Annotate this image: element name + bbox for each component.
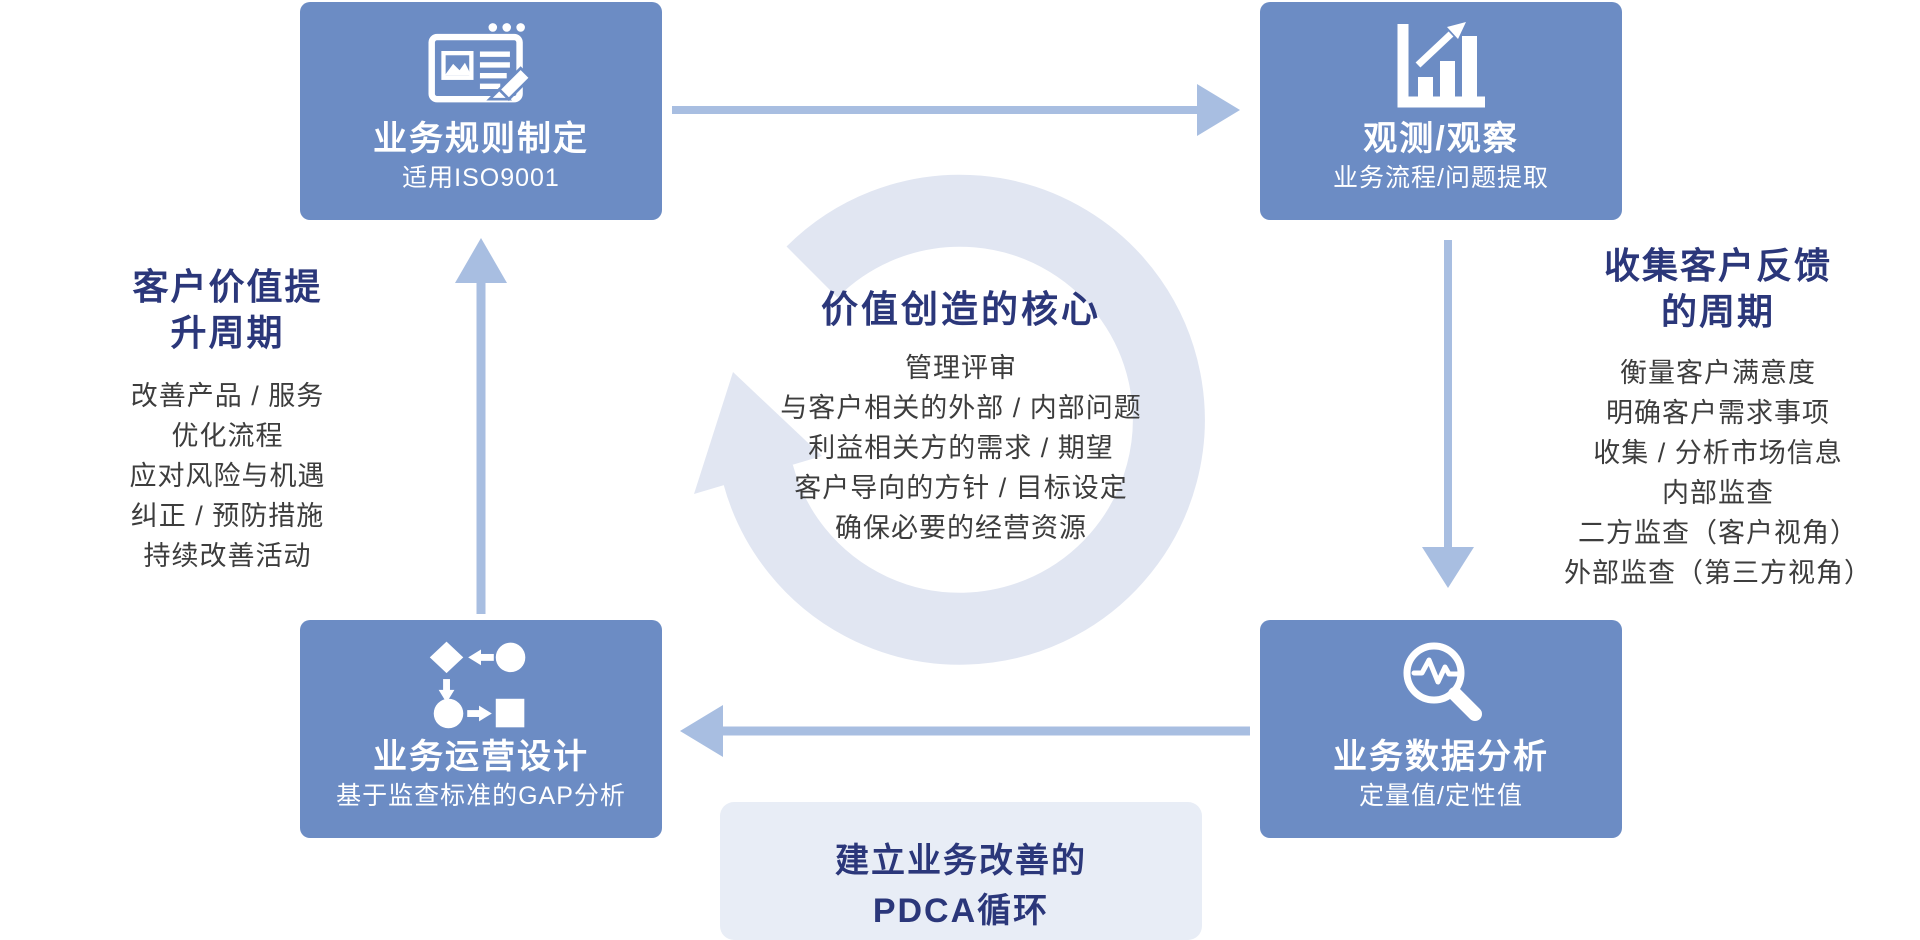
list-item: 与客户相关的外部 / 内部问题 xyxy=(780,393,1142,423)
list-item: 客户导向的方针 / 目标设定 xyxy=(794,473,1128,503)
arrow-left-up-icon xyxy=(455,238,507,614)
flowchart-icon xyxy=(417,638,545,730)
list-item: 衡量客户满意度 xyxy=(1620,358,1816,388)
list-item: 纠正 / 预防措施 xyxy=(130,501,325,531)
center-items: 管理评审 与客户相关的外部 / 内部问题 利益相关方的需求 / 期望 客户导向的… xyxy=(655,348,1267,548)
left-panel-items: 改善产品 / 服务 优化流程 应对风险与机遇 纠正 / 预防措施 持续改善活动 xyxy=(30,376,425,576)
bar-chart-icon xyxy=(1391,20,1491,112)
left-panel-heading: 客户价值提 升周期 xyxy=(30,264,425,356)
node-title: 业务规则制定 xyxy=(373,120,589,158)
list-item: 管理评审 xyxy=(905,353,1017,383)
arrow-top-right-icon xyxy=(672,84,1240,136)
right-panel-heading: 收集客户反馈 的周期 xyxy=(1518,243,1918,335)
node-data-analysis: 业务数据分析 定量值/定性值 xyxy=(1260,620,1622,838)
pdca-note: 建立业务改善的 PDCA循环 xyxy=(720,802,1202,940)
list-item: 明确客户需求事项 xyxy=(1606,398,1830,428)
center-heading: 价值创造的核心 xyxy=(821,289,1101,330)
right-panel-heading-line2: 的周期 xyxy=(1660,291,1775,332)
arrow-bottom-left-icon xyxy=(680,705,1250,757)
magnifier-pulse-icon xyxy=(1393,638,1489,730)
left-panel-heading-line2: 升周期 xyxy=(170,312,285,353)
list-item: 持续改善活动 xyxy=(143,541,312,571)
right-panel-heading-line1: 收集客户反馈 xyxy=(1603,245,1832,286)
right-panel-items: 衡量客户满意度 明确客户需求事项 收集 / 分析市场信息 内部监查 二方监查（客… xyxy=(1518,353,1918,593)
node-subtitle: 基于监查标准的GAP分析 xyxy=(336,782,626,810)
list-item: 利益相关方的需求 / 期望 xyxy=(808,433,1114,463)
node-subtitle: 适用ISO9001 xyxy=(402,164,560,192)
pdca-note-line2: PDCA循环 xyxy=(872,892,1050,930)
list-item: 应对风险与机遇 xyxy=(129,461,326,491)
pdca-note-line1: 建立业务改善的 xyxy=(835,842,1087,880)
node-title: 观测/观察 xyxy=(1363,120,1519,158)
left-cycle-panel: 客户价值提 升周期 改善产品 / 服务 优化流程 应对风险与机遇 纠正 / 预防… xyxy=(30,264,425,576)
right-cycle-panel: 收集客户反馈 的周期 衡量客户满意度 明确客户需求事项 收集 / 分析市场信息 … xyxy=(1518,243,1918,593)
node-title: 业务运营设计 xyxy=(373,738,589,776)
list-item: 改善产品 / 服务 xyxy=(130,381,325,411)
node-subtitle: 定量值/定性值 xyxy=(1359,782,1523,810)
list-item: 二方监查（客户视角） xyxy=(1578,518,1858,548)
node-operation-design: 业务运营设计 基于监查标准的GAP分析 xyxy=(300,620,662,838)
node-subtitle: 业务流程/问题提取 xyxy=(1333,164,1549,192)
list-item: 收集 / 分析市场信息 xyxy=(1593,438,1843,468)
value-creation-core: 价值创造的核心 管理评审 与客户相关的外部 / 内部问题 利益相关方的需求 / … xyxy=(655,288,1267,548)
document-edit-icon xyxy=(422,20,540,112)
node-observation: 观测/观察 业务流程/问题提取 xyxy=(1260,2,1622,220)
node-title: 业务数据分析 xyxy=(1333,738,1549,776)
node-business-rules: 业务规则制定 适用ISO9001 xyxy=(300,2,662,220)
list-item: 外部监查（第三方视角） xyxy=(1564,558,1872,588)
arrow-right-down-icon xyxy=(1422,240,1474,588)
list-item: 确保必要的经营资源 xyxy=(835,513,1087,543)
left-panel-heading-line1: 客户价值提 xyxy=(132,266,323,307)
list-item: 内部监查 xyxy=(1662,478,1774,508)
list-item: 优化流程 xyxy=(171,421,284,451)
